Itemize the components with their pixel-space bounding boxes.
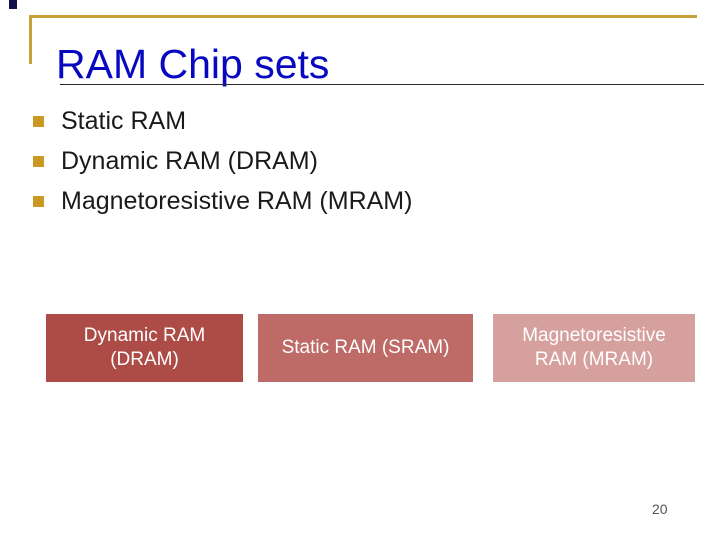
box-label: Magnetoresistive RAM (MRAM)	[522, 325, 666, 370]
left-accent-line	[29, 15, 32, 64]
box-label: Dynamic RAM (DRAM)	[83, 325, 206, 370]
title-underline	[60, 84, 704, 85]
bullet-label: Static RAM	[61, 106, 187, 135]
slide-title: RAM Chip sets	[56, 41, 330, 87]
list-item: Dynamic RAM (DRAM)	[33, 141, 412, 181]
box-magnetoresistive-ram: Magnetoresistive RAM (MRAM)	[493, 314, 695, 382]
bullet-list: Static RAM Dynamic RAM (DRAM) Magnetores…	[33, 101, 412, 221]
bullet-square-icon	[33, 155, 44, 167]
bullet-label: Dynamic RAM (DRAM)	[61, 146, 318, 175]
list-item: Static RAM	[33, 101, 412, 141]
page-number: 20	[652, 501, 668, 517]
top-accent-line	[29, 15, 697, 18]
bullet-label: Magnetoresistive RAM (MRAM)	[61, 186, 413, 215]
corner-square-decoration	[9, 0, 17, 9]
list-item: Magnetoresistive RAM (MRAM)	[33, 181, 412, 221]
bullet-square-icon	[33, 195, 44, 207]
box-label: Static RAM (SRAM)	[281, 337, 450, 358]
bullet-square-icon	[33, 115, 44, 127]
box-dynamic-ram: Dynamic RAM (DRAM)	[46, 314, 243, 382]
box-static-ram: Static RAM (SRAM)	[258, 314, 473, 382]
